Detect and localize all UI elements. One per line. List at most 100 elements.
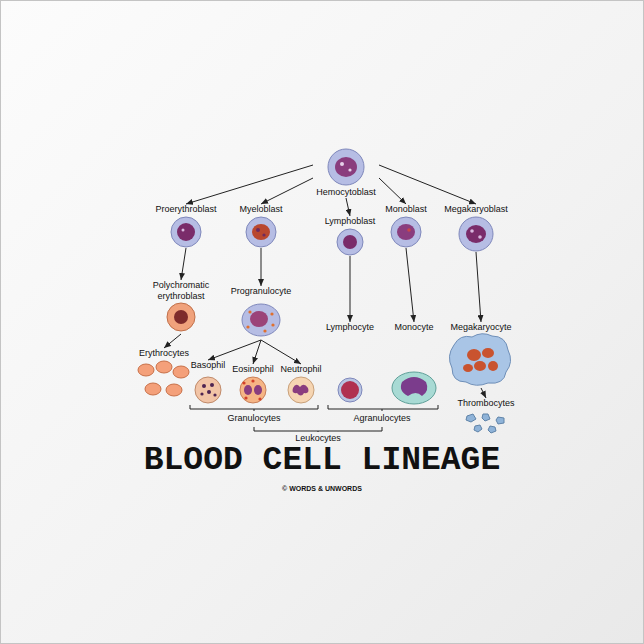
myeloblast-cell — [256, 228, 260, 232]
proerythroblast-cell — [171, 217, 201, 247]
proerythroblast-cell — [177, 223, 195, 241]
myeloblast-cell — [246, 217, 276, 247]
megakaryocyte-cell — [467, 349, 481, 361]
platelet-fragments — [496, 417, 504, 424]
cell-stage-node: Basophil — [188, 360, 229, 404]
monocyte-cell — [401, 377, 427, 396]
basophil-cell — [200, 392, 203, 395]
stem-cell — [328, 149, 364, 185]
cell-name: Erythrocytes — [139, 348, 189, 359]
cell-stage-node: Megakaryoblast — [441, 204, 511, 252]
erythroblast-cell — [167, 303, 195, 331]
cell-name: Progranulocyte — [231, 286, 292, 297]
erythrocyte-cells — [138, 361, 189, 396]
erythroblast-cell — [167, 303, 195, 331]
lineage-arrow — [481, 388, 486, 398]
megakaryocyte-cell — [482, 348, 494, 358]
neutrophil-cell — [288, 377, 314, 403]
proerythroblast-cell — [171, 217, 201, 247]
diagram-title: BLOOD CELL LINEAGE — [144, 442, 500, 480]
lymphoblast-cell — [343, 235, 357, 249]
cell-name: Megakaryocyte — [450, 322, 511, 333]
lineage-arrow — [186, 165, 313, 204]
progranulocyte-cell — [248, 310, 251, 313]
lineage-arrow — [379, 165, 476, 204]
basophil-cell — [195, 377, 221, 403]
cell-name: Monocyte — [394, 322, 433, 333]
eosinophil-cell — [251, 379, 254, 382]
neutrophil-cell — [288, 377, 314, 403]
progranulocyte-cell — [250, 311, 268, 327]
neutrophil-cell — [293, 385, 309, 396]
progranulocyte-cell — [242, 304, 280, 336]
cell-illustration — [0, 0, 620, 644]
cell-stage-node: Lymphocyte — [323, 322, 378, 404]
cell-stage-node: Progranulocyte — [228, 286, 295, 340]
cell-stage-node: Monocyte — [391, 322, 437, 404]
eosinophil-cell — [240, 377, 266, 403]
megakaryocyte-cell — [449, 334, 510, 386]
cell-name: Polychromatic erythroblast — [148, 280, 214, 302]
proerythroblast-cell — [182, 229, 185, 232]
basophil-cell — [213, 393, 216, 396]
erythrocyte-cells — [156, 361, 172, 373]
lineage-arrow — [208, 340, 261, 360]
diagram-stage: HemocytoblastProerythroblast MyeloblastLy… — [0, 0, 620, 644]
monoblast-cell — [407, 228, 411, 232]
lymphoblast-cell — [337, 229, 363, 255]
megakaryocyte-cell — [449, 334, 510, 386]
lymphoblast-cell — [337, 229, 363, 255]
cell-stage-node: Hemocytoblast — [313, 148, 379, 198]
cell-name: Thrombocytes — [457, 398, 514, 409]
group-bracket — [254, 427, 382, 432]
cell-stage-node: Proerythroblast — [152, 204, 220, 248]
lineage-arrow — [261, 248, 262, 286]
megakaryoblast-cell — [466, 225, 486, 243]
platelet-fragments — [466, 414, 504, 433]
cell-name: Lymphocyte — [326, 322, 374, 333]
progranulocyte-cell — [270, 312, 273, 315]
cell-stage-node: Megakaryocyte — [447, 322, 515, 388]
eosinophil-cell — [240, 377, 266, 403]
lymphocyte-cell — [338, 378, 362, 402]
megakaryoblast-cell — [459, 217, 493, 251]
progranulocyte-cell — [263, 329, 266, 332]
monoblast-cell — [391, 217, 421, 247]
erythroblast-cell — [174, 310, 188, 324]
progranulocyte-cell — [246, 325, 249, 328]
myeloblast-cell — [252, 224, 270, 240]
cell-name: Eosinophil — [232, 364, 274, 375]
myeloblast-cell — [262, 233, 265, 236]
megakaryocyte-cell — [474, 361, 486, 371]
monoblast-cell — [391, 217, 421, 247]
stem-cell — [340, 162, 344, 166]
cell-name: Myeloblast — [239, 204, 282, 215]
cell-name: Megakaryoblast — [444, 204, 508, 215]
progranulocyte-cell — [242, 304, 280, 336]
basophil-cell — [210, 383, 214, 387]
stem-cell — [328, 149, 364, 185]
cell-name: Neutrophil — [280, 364, 321, 375]
eosinophil-cell — [244, 385, 252, 395]
megakaryoblast-cell — [478, 235, 482, 239]
lineage-arrow — [261, 340, 301, 364]
cell-name: Proerythroblast — [155, 204, 216, 215]
cell-stage-node: Eosinophil — [229, 364, 277, 404]
platelet-fragments — [474, 425, 482, 432]
erythrocyte-cells — [166, 384, 182, 396]
connector-layer — [0, 0, 620, 644]
cell-stage-node: Myeloblast — [236, 204, 286, 248]
megakaryocyte-cell — [488, 361, 498, 371]
monoblast-cell — [397, 224, 415, 240]
erythrocyte-cells — [145, 383, 161, 395]
cell-stage-node: Polychromatic erythroblast — [145, 280, 217, 334]
copyright-note: © WORDS & UNWORDS — [282, 484, 362, 493]
lineage-arrow — [253, 340, 261, 364]
lymphocyte-cell — [338, 378, 362, 402]
platelet-fragments — [466, 414, 476, 422]
platelet-fragments — [482, 414, 490, 421]
group-bracket — [328, 405, 438, 411]
progranulocyte-cell — [271, 323, 274, 326]
lineage-arrow — [406, 248, 414, 322]
